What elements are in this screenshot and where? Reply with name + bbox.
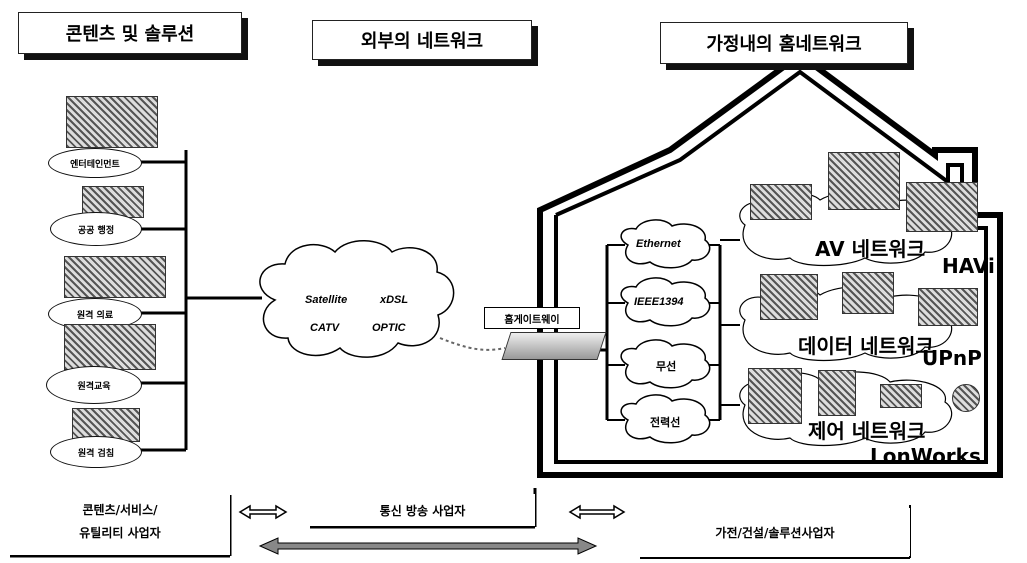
service-label: 원격 검침	[77, 448, 115, 459]
protocol-lonworks: LonWorks	[870, 444, 981, 468]
access-catv: CATV	[310, 322, 340, 334]
av-speaker-image	[906, 182, 978, 232]
control-network-label: 제어 네트워크	[808, 419, 926, 443]
header-external-label: 외부의 네트워크	[360, 31, 484, 52]
footer-telecom-provider: 통신 방송 사업자	[310, 494, 535, 526]
home-gateway-label: 홈게이트웨이	[504, 314, 560, 326]
remote-education-image	[64, 324, 156, 370]
footer-content-line1: 콘텐츠/서비스/	[82, 503, 158, 517]
data-network-label: 데이터 네트워크	[798, 334, 934, 358]
service-label: 공공 행정	[77, 225, 115, 236]
service-oval-public-admin: 공공 행정	[50, 212, 142, 246]
footer-long-arrow	[258, 537, 598, 555]
service-oval-entertainment: 엔터테인먼트	[48, 148, 142, 178]
footer-content-line2: 유틸리티 사업자	[79, 526, 161, 540]
link-ethernet: Ethernet	[636, 238, 681, 250]
control-lamp-image	[880, 384, 922, 408]
link-powerline: 전력선	[650, 417, 681, 429]
av-network-label: AV 네트워크	[815, 237, 926, 261]
service-oval-remote-education: 원격교육	[46, 366, 142, 404]
access-satellite: Satellite	[305, 294, 348, 306]
control-fridge-image	[748, 368, 802, 424]
service-label: 원격 의료	[76, 310, 114, 321]
link-cloud-wireless	[620, 339, 711, 389]
link-cloud-powerline	[620, 394, 711, 444]
service-label: 엔터테인먼트	[70, 159, 120, 170]
home-gateway-device	[501, 332, 607, 360]
link-cloud-ieee1394	[620, 277, 711, 327]
header-content-solution: 콘텐츠 및 솔루션	[18, 12, 242, 54]
access-optic: OPTIC	[372, 322, 406, 334]
header-home-label: 가정내의 홈네트워크	[706, 34, 862, 55]
protocol-havi: HAVi	[942, 254, 995, 278]
data-printer-image	[918, 288, 978, 326]
header-content-label: 콘텐츠 및 솔루션	[65, 24, 195, 45]
entertainment-image	[66, 96, 158, 148]
cloud-to-gateway-link	[439, 337, 506, 351]
control-washer-image	[818, 370, 856, 416]
footer-content-provider: 콘텐츠/서비스/ 유틸리티 사업자	[10, 495, 230, 555]
data-pc-image	[760, 274, 818, 320]
telemedicine-image	[64, 256, 166, 298]
footer-telecom-label: 통신 방송 사업자	[379, 503, 466, 518]
av-tv-image	[828, 152, 900, 210]
header-home-network: 가정내의 홈네트워크	[660, 22, 908, 64]
external-network-cloud	[259, 240, 455, 358]
control-sensor-image	[952, 384, 980, 412]
header-external-network: 외부의 네트워크	[312, 20, 532, 60]
link-ieee1394: IEEE1394	[634, 296, 684, 308]
footer-arrow-right	[568, 504, 626, 520]
protocol-upnp: UPnP	[922, 346, 982, 370]
home-gateway-label-box: 홈게이트웨이	[484, 307, 580, 329]
footer-appliance-provider: 가전/건설/솔루션사업자	[640, 508, 910, 556]
footer-arrow-left	[238, 504, 288, 520]
data-laptop-image	[842, 272, 894, 314]
access-xdsl: xDSL	[380, 294, 409, 306]
footer-appliance-label: 가전/건설/솔루션사업자	[715, 525, 835, 540]
service-label: 원격교육	[77, 381, 111, 392]
link-cloud-ethernet	[620, 219, 711, 269]
link-wireless: 무선	[656, 361, 677, 373]
house-inner-outline	[554, 69, 988, 464]
av-device-image	[750, 184, 812, 220]
service-oval-remote-metering: 원격 검침	[50, 436, 142, 468]
